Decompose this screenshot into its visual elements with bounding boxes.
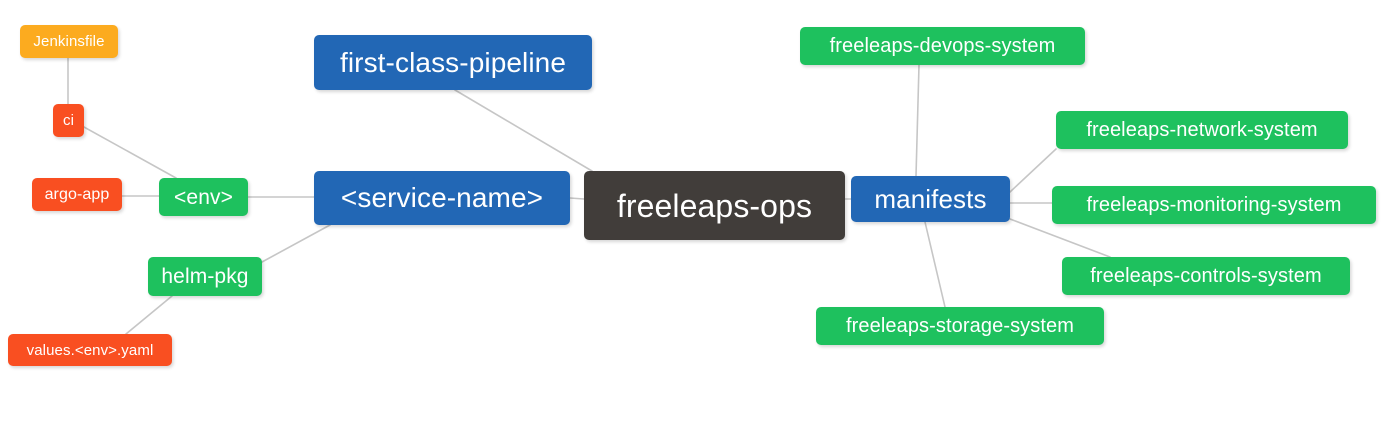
- node-label-freeleaps-network-system: freeleaps-network-system: [1086, 119, 1318, 141]
- edge-manifests-to-freeleaps-storage-system: [924, 221, 946, 308]
- edge-service-name-to-helm-pkg: [261, 224, 331, 263]
- node-label-manifests: manifests: [874, 184, 987, 214]
- node-freeleaps-controls-system[interactable]: freeleaps-controls-system: [1062, 257, 1350, 295]
- node-freeleaps-ops[interactable]: freeleaps-ops: [584, 171, 845, 240]
- node-label-helm-pkg: helm-pkg: [161, 265, 249, 288]
- node-env[interactable]: <env>: [159, 178, 248, 216]
- node-freeleaps-storage-system[interactable]: freeleaps-storage-system: [816, 307, 1104, 345]
- node-helm-pkg[interactable]: helm-pkg: [148, 257, 262, 296]
- edge-helm-pkg-to-values-yaml: [125, 295, 173, 335]
- edge-freeleaps-ops-to-first-class-pipeline: [454, 89, 593, 172]
- node-label-freeleaps-controls-system: freeleaps-controls-system: [1090, 265, 1322, 287]
- node-freeleaps-monitoring-system[interactable]: freeleaps-monitoring-system: [1052, 186, 1376, 224]
- node-label-freeleaps-storage-system: freeleaps-storage-system: [845, 315, 1075, 337]
- node-label-first-class-pipeline: first-class-pipeline: [339, 46, 567, 78]
- node-label-env: <env>: [174, 185, 233, 209]
- edge-manifests-to-freeleaps-network-system: [1009, 148, 1057, 193]
- node-ci[interactable]: ci: [53, 104, 84, 137]
- node-label-ci: ci: [62, 112, 75, 129]
- node-label-freeleaps-ops: freeleaps-ops: [616, 187, 813, 224]
- node-argo-app[interactable]: argo-app: [32, 178, 122, 211]
- node-label-jenkinsfile: Jenkinsfile: [33, 33, 105, 50]
- node-label-values-yaml: values.<env>.yaml: [26, 341, 154, 359]
- edge-freeleaps-ops-to-service-name: [569, 197, 585, 200]
- node-jenkinsfile[interactable]: Jenkinsfile: [20, 25, 118, 58]
- node-label-freeleaps-monitoring-system: freeleaps-monitoring-system: [1086, 194, 1342, 216]
- node-label-freeleaps-devops-system: freeleaps-devops-system: [829, 35, 1056, 57]
- node-manifests[interactable]: manifests: [851, 176, 1010, 222]
- edge-env-to-ci: [83, 126, 177, 179]
- node-freeleaps-network-system[interactable]: freeleaps-network-system: [1056, 111, 1348, 149]
- edge-manifests-to-freeleaps-controls-system: [1009, 218, 1111, 258]
- node-service-name[interactable]: <service-name>: [314, 171, 570, 225]
- node-label-argo-app: argo-app: [44, 185, 110, 203]
- edge-manifests-to-freeleaps-devops-system: [915, 64, 920, 177]
- node-first-class-pipeline[interactable]: first-class-pipeline: [314, 35, 592, 90]
- node-freeleaps-devops-system[interactable]: freeleaps-devops-system: [800, 27, 1085, 65]
- node-label-service-name: <service-name>: [340, 182, 544, 213]
- node-values-yaml[interactable]: values.<env>.yaml: [8, 334, 172, 366]
